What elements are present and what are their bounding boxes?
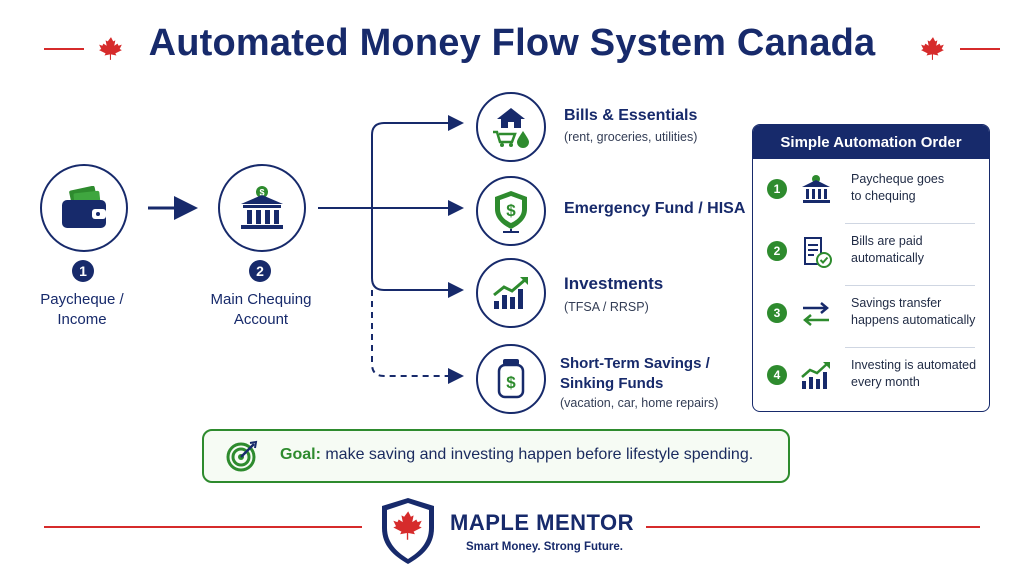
savings-icon-circle: $ (476, 344, 546, 414)
step-text-line2: to chequing (851, 189, 916, 203)
svg-text:$: $ (506, 373, 516, 392)
automation-step: 4 Investing is automated every month (753, 345, 989, 405)
savings-title-line2: Sinking Funds (560, 375, 664, 392)
goal-banner: Goal: make saving and investing happen b… (202, 429, 790, 483)
step-text-line2: every month (851, 375, 920, 389)
step-divider (845, 223, 975, 224)
bills-icon-circle (476, 92, 546, 162)
chequing-label-line1: Main Chequing (210, 291, 312, 308)
step-divider (845, 285, 975, 286)
goal-label: Goal: (280, 446, 321, 463)
goal-text: Goal: make saving and investing happen b… (280, 446, 753, 464)
step-text-line1: Bills are paid (851, 234, 923, 248)
brand-tagline: Smart Money. Strong Future. (466, 541, 623, 553)
investments-subtitle: (TFSA / RRSP) (564, 300, 649, 314)
house-cart-icon (493, 108, 529, 148)
paycheque-label: Paycheque / Income (22, 290, 142, 330)
step-text-line2: happens automatically (851, 313, 976, 327)
growth-chart-icon (801, 362, 830, 389)
step-number-badge: 3 (767, 303, 787, 323)
step-divider (845, 347, 975, 348)
svg-text:$: $ (259, 188, 264, 198)
bill-check-icon (804, 237, 832, 268)
step-text: Bills are paid automatically (851, 233, 981, 267)
chequing-label: Main Chequing Account (196, 290, 326, 330)
savings-jar-icon: $ (497, 359, 525, 399)
investments-title: Investments (564, 274, 664, 293)
bank-icon: $ (241, 186, 283, 229)
panel-heading: Simple Automation Order (753, 125, 989, 159)
step-number-badge: 1 (72, 260, 94, 282)
growth-chart-icon (493, 277, 528, 309)
paycheque-icon-circle (40, 164, 128, 252)
brand-name: MAPLE MENTOR (450, 510, 635, 535)
step-number-badge: 2 (249, 260, 271, 282)
goal-message: make saving and investing happen before … (320, 446, 754, 463)
savings-subtitle: (vacation, car, home repairs) (560, 396, 719, 410)
chequing-icon-circle: $ (218, 164, 306, 252)
emergency-title: Emergency Fund / HISA (564, 200, 746, 217)
step-text-line1: Paycheque goes (851, 172, 945, 186)
shield-dollar-icon: $ (495, 191, 527, 233)
step-text-line2: automatically (851, 251, 924, 265)
maple-leaf-icon (921, 37, 944, 60)
maple-shield-logo-icon (382, 498, 434, 564)
step-text-line1: Investing is automated (851, 358, 977, 372)
wallet-icon (62, 186, 106, 228)
automation-step: 3 Savings transfer happens automatically (753, 283, 989, 343)
step-text: Investing is automated every month (851, 357, 981, 391)
savings-title: Short-Term Savings / Sinking Funds (560, 354, 710, 394)
step-number-badge: 4 (767, 365, 787, 385)
transfer-arrows-icon (803, 302, 829, 326)
target-icon (226, 440, 258, 472)
step-text: Savings transfer happens automatically (851, 295, 981, 329)
footer-rule-left (44, 526, 362, 528)
bills-subtitle: (rent, groceries, utilities) (564, 130, 698, 144)
step-number-badge: 1 (767, 179, 787, 199)
title-rule-right (960, 48, 1000, 50)
automation-step: 2 Bills are paid automatically (753, 221, 989, 281)
page-title: Automated Money Flow System Canada (148, 22, 876, 64)
title-rule-left (44, 48, 84, 50)
bills-title: Bills & Essentials (564, 107, 698, 124)
svg-text:$: $ (506, 201, 516, 220)
emergency-icon-circle: $ (476, 176, 546, 246)
savings-title-line1: Short-Term Savings / (560, 355, 710, 372)
bank-icon (802, 175, 830, 203)
maple-leaf-icon (99, 37, 122, 60)
paycheque-label-line1: Paycheque / (40, 291, 124, 308)
paycheque-label-line2: Income (57, 311, 107, 328)
footer-rule-right (646, 526, 980, 528)
step-text-line1: Savings transfer (851, 296, 942, 310)
automation-order-panel: Simple Automation Order 1 Paycheque goes… (752, 124, 990, 412)
chequing-label-line2: Account (233, 311, 289, 328)
investments-icon-circle (476, 258, 546, 328)
step-text: Paycheque goes to chequing (851, 171, 981, 205)
automation-step: 1 Paycheque goes to chequing (753, 159, 989, 219)
step-number-badge: 2 (767, 241, 787, 261)
